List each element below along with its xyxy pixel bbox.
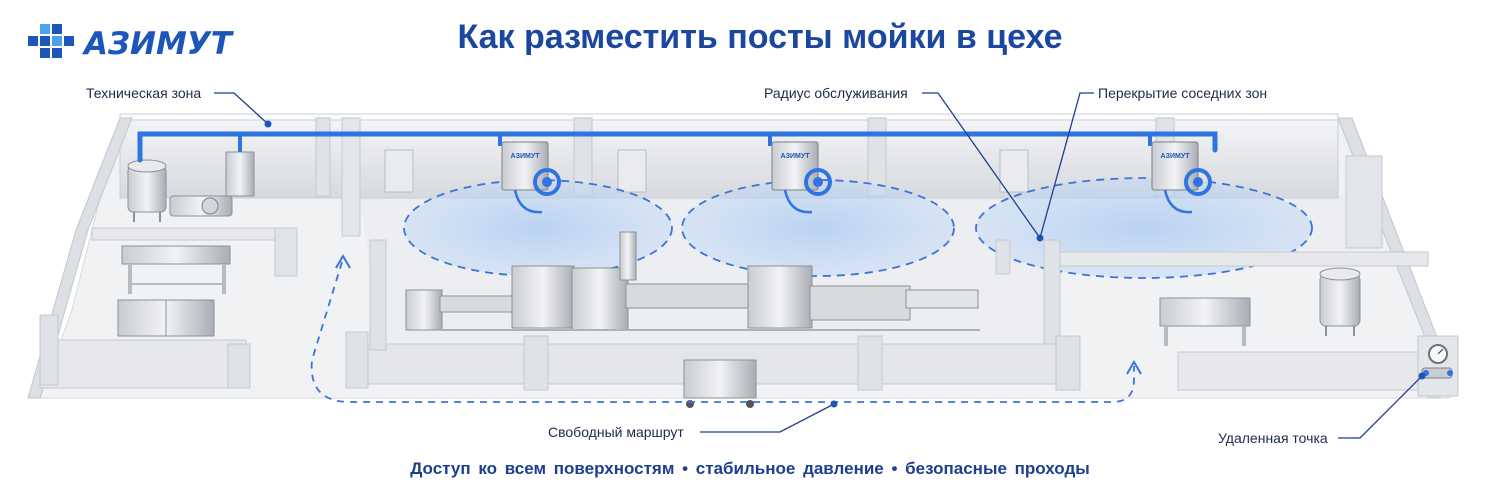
divider-wall (341, 117, 361, 237)
pillar (315, 117, 331, 197)
front-pillar (345, 331, 369, 389)
pillar (995, 239, 1011, 275)
tech-zone-partition (274, 227, 298, 277)
callout-leaders (214, 92, 1426, 439)
unit-label: АЗИМУТ (781, 153, 811, 160)
tech-tank (127, 159, 167, 222)
tagline: Доступ ко всем поверхностям • стабильное… (410, 459, 1090, 478)
right-room-partition (1057, 251, 1429, 267)
page-title: Как разместить посты мойки в цехе (457, 18, 1063, 56)
door (617, 149, 647, 193)
right-tank (1319, 267, 1361, 336)
back-wall-top (119, 113, 1339, 121)
unit-label: АЗИМУТ (1161, 153, 1191, 160)
callout-service-radius: Радиус обслуживания (764, 85, 908, 101)
front-pillar (857, 335, 883, 391)
sink-unit (121, 245, 231, 294)
tech-pump (169, 151, 255, 217)
free-route-path (310, 261, 1135, 403)
callout-overlap: Перекрытие соседних зон (1098, 85, 1268, 101)
right-sink-unit (1159, 297, 1251, 346)
lower-left-partition (39, 339, 247, 389)
cart (683, 359, 757, 408)
route-arrow-icon (335, 254, 351, 269)
tub-unit (117, 299, 215, 337)
callout-tech-zone: Техническая зона (86, 85, 202, 101)
right-room-wall (1345, 155, 1383, 249)
logo-mark-icon (28, 24, 74, 58)
tech-zone-partition (91, 227, 293, 241)
callout-remote-point: Удаленная точка (1218, 430, 1328, 446)
front-pillar (523, 335, 549, 391)
wash-station: АЗИМУТ (501, 141, 561, 214)
callout-free-route: Свободный маршрут (548, 424, 684, 440)
processing-line (405, 231, 980, 331)
service-zone (681, 179, 955, 277)
lower-left-partition (39, 314, 59, 386)
wash-station: АЗИМУТ (771, 141, 832, 214)
wash-station: АЗИМУТ (1151, 141, 1212, 214)
remote-point-gauge (1417, 335, 1459, 397)
door (384, 149, 414, 193)
right-room-partition (1043, 239, 1061, 349)
side-low-wall (369, 239, 387, 351)
brand-name: АЗИМУТ (84, 26, 232, 62)
right-lower-wall (1177, 351, 1431, 391)
door (999, 149, 1029, 193)
lower-left-partition (227, 343, 251, 389)
brand-logo: АЗИМУТ (22, 22, 232, 66)
unit-label: АЗИМУТ (511, 153, 541, 160)
main-water-pipe (137, 131, 1218, 163)
route-arrow-icon (1126, 360, 1142, 375)
front-pillar (1055, 335, 1081, 391)
